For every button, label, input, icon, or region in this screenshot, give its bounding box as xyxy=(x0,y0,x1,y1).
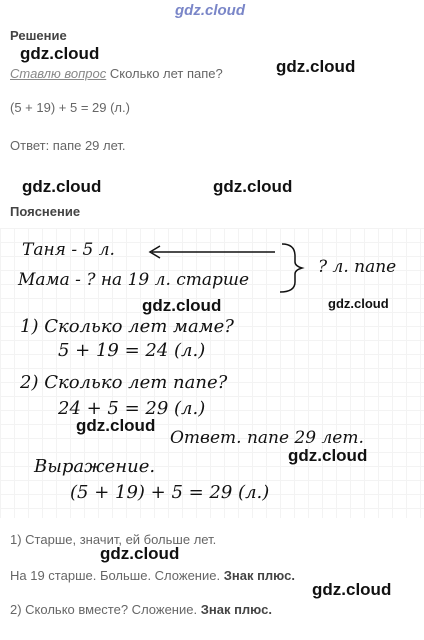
hw-line1: Таня - 5 л. xyxy=(22,240,115,260)
top-watermark: gdz.cloud xyxy=(175,2,245,19)
arrow-head xyxy=(148,245,161,259)
question-label: Ставлю вопрос xyxy=(10,66,107,81)
watermark-5: gdz.cloud xyxy=(142,296,222,315)
hw-step2-calc: 24 + 5 = 29 (л.) xyxy=(58,398,206,419)
watermark-3: gdz.cloud xyxy=(22,177,102,196)
notebook-grid-background xyxy=(0,228,424,518)
solution-heading: Решение xyxy=(10,28,67,43)
hw-expression-label: Выражение. xyxy=(34,456,156,477)
hw-brace-label: ? л. папе xyxy=(318,257,397,277)
note-line3: 2) Сколько вместе? Сложение. Знак плюс. xyxy=(10,602,272,617)
hw-line2: Мама - ? на 19 л. старше xyxy=(18,270,250,290)
brace-shape xyxy=(279,243,305,293)
watermark-1: gdz.cloud xyxy=(20,44,100,63)
solution-answer: Ответ: папе 29 лет. xyxy=(10,138,126,153)
watermark-4: gdz.cloud xyxy=(213,177,293,196)
watermark-10: gdz.cloud xyxy=(312,580,392,599)
watermark-2: gdz.cloud xyxy=(276,57,356,76)
hw-step2-question: 2) Сколько лет папе? xyxy=(20,372,228,393)
watermark-9: gdz.cloud xyxy=(100,544,180,563)
hw-step1-calc: 5 + 19 = 24 (л.) xyxy=(58,340,206,361)
explanation-heading: Пояснение xyxy=(10,204,81,219)
note-line3-bold: Знак плюс. xyxy=(200,602,272,617)
note-line3-text: 2) Сколько вместе? Сложение. xyxy=(10,602,198,617)
hw-answer: Ответ. папе 29 лет. xyxy=(170,428,364,448)
note-line2-text: На 19 старше. Больше. Сложение. xyxy=(10,568,221,583)
note-line2: На 19 старше. Больше. Сложение. Знак плю… xyxy=(10,568,295,583)
question-line: Ставлю вопрос Сколько лет папе? xyxy=(10,66,223,81)
watermark-8: gdz.cloud xyxy=(288,446,368,465)
watermark-7: gdz.cloud xyxy=(76,416,156,435)
hw-step1-question: 1) Сколько лет маме? xyxy=(20,316,234,337)
question-text: Сколько лет папе? xyxy=(109,66,223,81)
note-line2-bold: Знак плюс. xyxy=(223,568,295,583)
solution-expression: (5 + 19) + 5 = 29 (л.) xyxy=(10,100,130,115)
note-line1: 1) Старше, значит, ей больше лет. xyxy=(10,532,217,547)
hw-expression: (5 + 19) + 5 = 29 (л.) xyxy=(70,482,270,503)
watermark-6: gdz.cloud xyxy=(328,296,389,311)
